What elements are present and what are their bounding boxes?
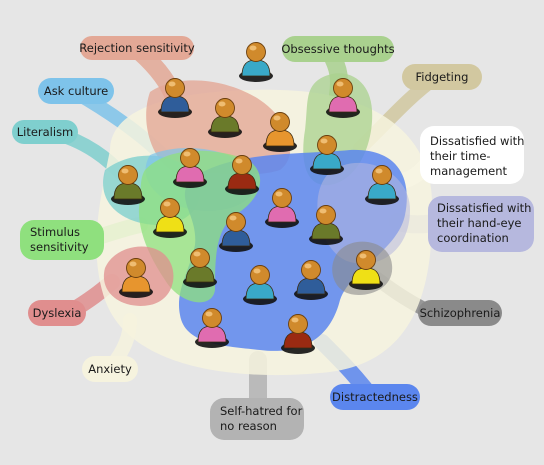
person-icon (225, 155, 259, 195)
person-icon (349, 250, 383, 290)
label-distractedness-text: Distractedness (332, 390, 418, 404)
label-stimulus-sensitivity: Stimulus sensitivity (20, 220, 104, 260)
label-time-mgmt-line3: management (430, 164, 508, 178)
person-icon (173, 148, 207, 188)
label-schizophrenia-text: Schizophrenia (420, 306, 501, 320)
label-anxiety-text: Anxiety (88, 362, 132, 376)
person-icon (326, 78, 360, 118)
category-regions (96, 73, 433, 376)
label-dyslexia: Dyslexia (28, 300, 86, 326)
label-hand-eye-line1: Dissatisfied with (437, 201, 531, 215)
label-rejection-sensitivity: Rejection sensitivity (79, 36, 195, 60)
label-self-hatred-line2: no reason (220, 419, 277, 433)
label-self-hatred: Self-hatred for no reason (210, 398, 304, 440)
person-icon (294, 260, 328, 300)
label-hand-eye-line2: their hand-eye (437, 216, 521, 230)
label-self-hatred-line1: Self-hatred for (220, 404, 303, 418)
person-icon (243, 265, 277, 305)
person-icon (183, 248, 217, 288)
label-time-mgmt-line1: Dissatisfied with (430, 134, 524, 148)
people-group (111, 42, 399, 354)
label-ask-culture: Ask culture (38, 78, 114, 104)
label-schizophrenia: Schizophrenia (418, 300, 502, 326)
person-icon (158, 78, 192, 118)
label-time-management: Dissatisfied with their time- management (420, 126, 524, 184)
label-literalism: Literalism (12, 120, 78, 144)
person-icon (119, 258, 153, 298)
label-hand-eye-coordination: Dissatisfied with their hand-eye coordin… (428, 196, 534, 252)
label-stimulus-line2: sensitivity (30, 240, 89, 254)
person-icon (365, 165, 399, 205)
label-literalism-text: Literalism (17, 125, 74, 139)
person-icon (219, 212, 253, 252)
label-rejection-text: Rejection sensitivity (79, 41, 195, 55)
person-icon (310, 135, 344, 175)
label-fidgeting-text: Fidgeting (416, 70, 469, 84)
person-icon (153, 198, 187, 238)
person-icon (281, 314, 315, 354)
label-obsessive-thoughts: Obsessive thoughts (281, 36, 395, 62)
label-anxiety: Anxiety (82, 356, 138, 382)
person-icon (239, 42, 273, 82)
person-icon (208, 98, 242, 138)
person-icon (195, 308, 229, 348)
label-time-mgmt-line2: their time- (430, 149, 491, 163)
label-distractedness: Distractedness (330, 384, 420, 410)
person-icon (265, 188, 299, 228)
label-fidgeting: Fidgeting (402, 64, 482, 90)
label-hand-eye-line3: coordination (437, 231, 509, 245)
label-ask-culture-text: Ask culture (44, 84, 108, 98)
label-stimulus-line1: Stimulus (30, 225, 80, 239)
labels-group: Rejection sensitivity Obsessive thoughts… (12, 36, 534, 440)
person-icon (111, 165, 145, 205)
person-icon (263, 112, 297, 152)
label-dyslexia-text: Dyslexia (33, 306, 82, 320)
person-icon (309, 205, 343, 245)
label-obsessive-text: Obsessive thoughts (281, 42, 394, 56)
